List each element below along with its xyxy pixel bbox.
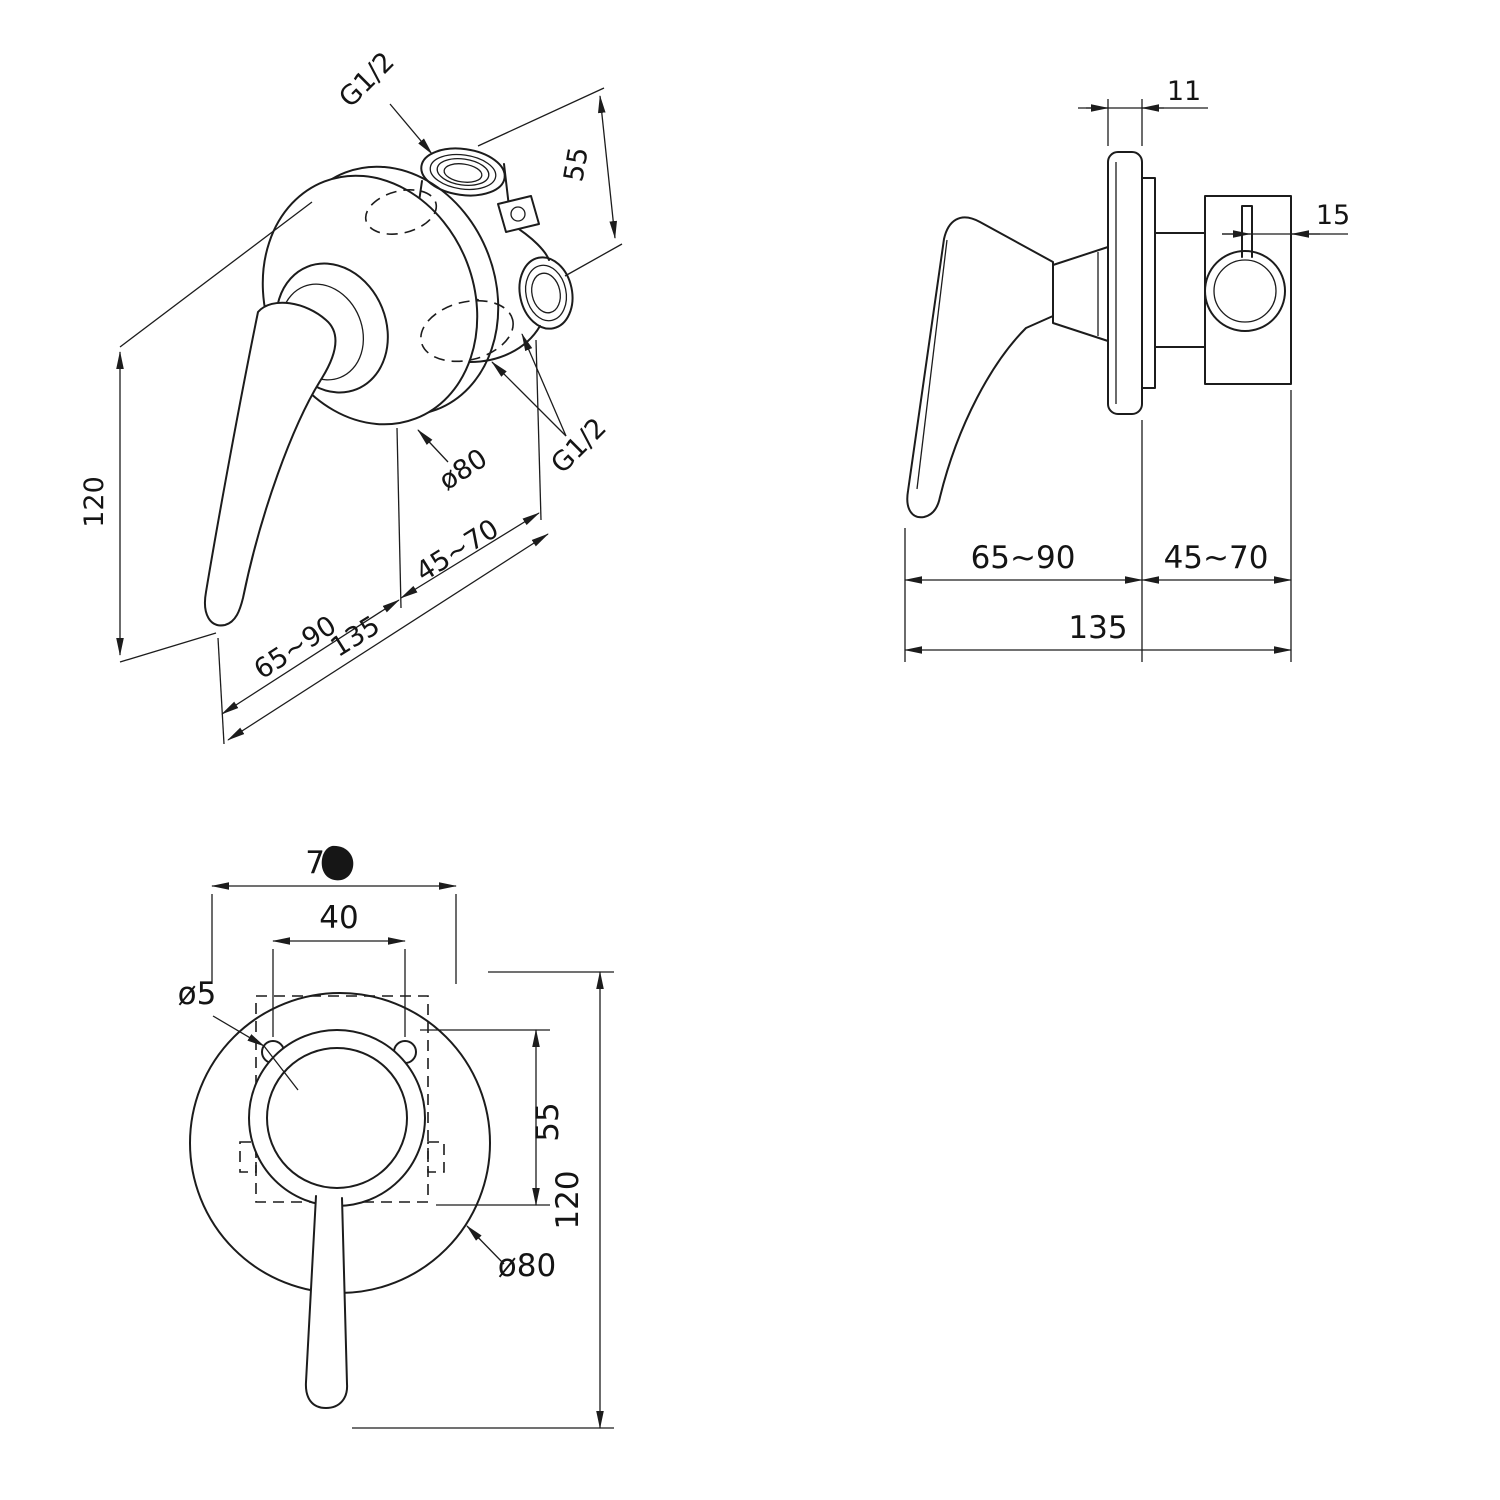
dim-dia5: ø5: [178, 976, 299, 1091]
thread-top-label: G1/2: [333, 46, 400, 113]
dim-thread-top: G1/2: [333, 46, 433, 155]
side-view: 11 15 65~90 45~70 135: [904, 76, 1350, 662]
dim-45-70-label: 45~70: [411, 513, 505, 588]
dim-135-side-label: 135: [1068, 610, 1127, 646]
hidden-port-top-dashed: [364, 189, 438, 235]
lever-handle: [204, 301, 337, 627]
handle-ring-inner: [266, 1047, 408, 1189]
lever-handle-side: [906, 216, 1054, 519]
dim-45-70-side-label: 45~70: [1164, 540, 1269, 576]
handle-cone: [1052, 246, 1109, 342]
dim-55-front: 55: [420, 1029, 566, 1206]
dim-40: 40: [272, 900, 406, 1037]
dim-bottom-side: 65~90 45~70 135: [904, 390, 1292, 662]
iso-view: G1/2 55 120 ø80 G1/2: [79, 46, 623, 745]
dim-dia80-front: ø80: [466, 1225, 556, 1284]
escutcheon-plate-side: [1107, 151, 1206, 415]
mounting-lug: [497, 195, 540, 233]
dim-11-label: 11: [1167, 76, 1201, 107]
valve-body: [412, 147, 574, 363]
handle-side: [906, 216, 1109, 519]
dim-40-label: 40: [319, 900, 358, 936]
dia-80-front-label: ø80: [498, 1248, 556, 1284]
dim-70: 70: [211, 845, 457, 984]
dim-55-label: 55: [558, 145, 594, 184]
handle-stem: [304, 1195, 349, 1409]
dim-120-label: 120: [79, 476, 110, 528]
dim-11: 11: [1078, 76, 1208, 146]
dim-15-label: 15: [1316, 200, 1350, 231]
ink-blob-artifact: [321, 845, 354, 881]
dim-120-front: 120: [352, 971, 614, 1429]
dia-80-label: ø80: [434, 443, 494, 497]
handle-front: [248, 1029, 426, 1409]
dia-5-label: ø5: [178, 976, 217, 1012]
dim-55-front-label: 55: [530, 1102, 566, 1141]
front-view: 70 40 ø5 55 120 ø80: [178, 845, 614, 1429]
wall-housing: [1204, 195, 1292, 385]
dim-65-90-label: 65~90: [249, 610, 342, 686]
dim-135-label: 135: [325, 610, 385, 664]
dim-120-iso: 120: [79, 201, 313, 663]
dim-120-front-label: 120: [550, 1170, 586, 1229]
handle-ring-outer: [248, 1029, 426, 1207]
dim-dia80-iso: ø80: [417, 429, 494, 497]
dim-55-iso: 55: [477, 87, 623, 277]
hidden-port-bottom-dashed: [420, 299, 514, 363]
thread-side-label: G1/2: [545, 412, 612, 479]
side-port-circle: [1204, 250, 1286, 332]
dim-15: 15: [1222, 200, 1350, 238]
dim-65-90-side-label: 65~90: [971, 540, 1076, 576]
dim-thread-side: G1/2: [491, 333, 613, 480]
inlet-stub: [1241, 205, 1253, 258]
side-inlet-port: [518, 256, 574, 330]
